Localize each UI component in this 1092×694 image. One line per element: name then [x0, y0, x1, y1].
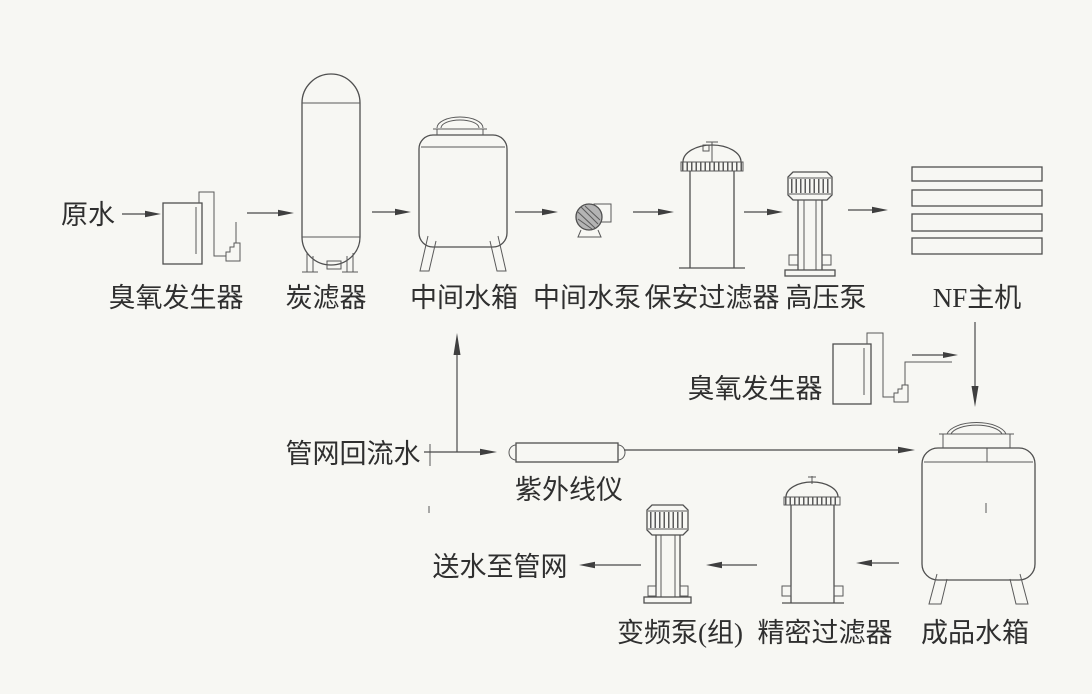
flow-arrow-pump-to-filter	[633, 208, 674, 216]
intermediate-tank-symbol	[418, 116, 508, 272]
flow-arrow-tank-to-pump	[515, 208, 558, 216]
flow-arrow-uv-to-product-tank	[624, 446, 915, 454]
label-network-return-water: 管网回流水	[286, 439, 421, 469]
flow-arrow-pump-to-network	[579, 561, 641, 569]
label-intermediate-pump: 中间水泵	[533, 283, 641, 313]
ozone-generator-1-symbol	[162, 191, 241, 265]
precision-filter-symbol	[781, 476, 844, 604]
label-precision-filter: 精密过滤器	[758, 618, 893, 648]
ozone-generator-2-symbol	[832, 332, 952, 405]
label-ozone-generator-mid: 臭氧发生器	[688, 374, 823, 404]
label-raw-water: 原水	[61, 200, 115, 230]
product-tank-symbol	[921, 422, 1036, 605]
flow-arrow-filter-to-hppump	[744, 208, 783, 216]
label-product-tank: 成品水箱	[921, 618, 1029, 648]
carbon-filter-symbol	[301, 73, 361, 273]
label-ozone-generator-top: 臭氧发生器	[109, 283, 244, 313]
flow-arrow-nf-to-product-tank	[971, 322, 988, 513]
label-intermediate-tank: 中间水箱	[410, 283, 518, 313]
flow-arrow-return-to-intermediate-tank	[453, 333, 461, 452]
label-high-pressure-pump: 高压泵	[786, 283, 867, 313]
label-vfd-pump-group: 变频泵(组)	[617, 618, 743, 648]
flow-arrow-raw-to-ozone	[122, 210, 161, 218]
flow-arrow-carbon-to-tank	[372, 208, 411, 216]
flow-arrow-ozone2-injection	[912, 352, 958, 358]
label-water-to-network: 送水至管网	[433, 552, 568, 582]
uv-instrument-symbol	[508, 442, 626, 463]
nf-unit-symbol	[911, 166, 1043, 255]
label-security-filter: 保安过滤器	[645, 283, 780, 313]
intermediate-pump-symbol	[575, 203, 612, 238]
label-carbon-filter: 炭滤器	[286, 283, 367, 313]
label-nf-unit: NF主机	[933, 283, 1022, 313]
flow-arrow-tank-to-precision-filter	[856, 559, 899, 567]
flow-arrow-ozone-to-carbon	[247, 209, 294, 217]
label-uv-instrument: 紫外线仪	[515, 475, 623, 505]
high-pressure-pump-symbol	[784, 171, 836, 277]
flow-arrow-hppump-to-nf	[848, 206, 888, 214]
vfd-pump-symbol	[643, 504, 692, 604]
flow-arrow-filter-to-vfd-pump	[706, 561, 757, 569]
security-filter-symbol	[679, 141, 745, 269]
return-water-junction	[424, 444, 497, 513]
